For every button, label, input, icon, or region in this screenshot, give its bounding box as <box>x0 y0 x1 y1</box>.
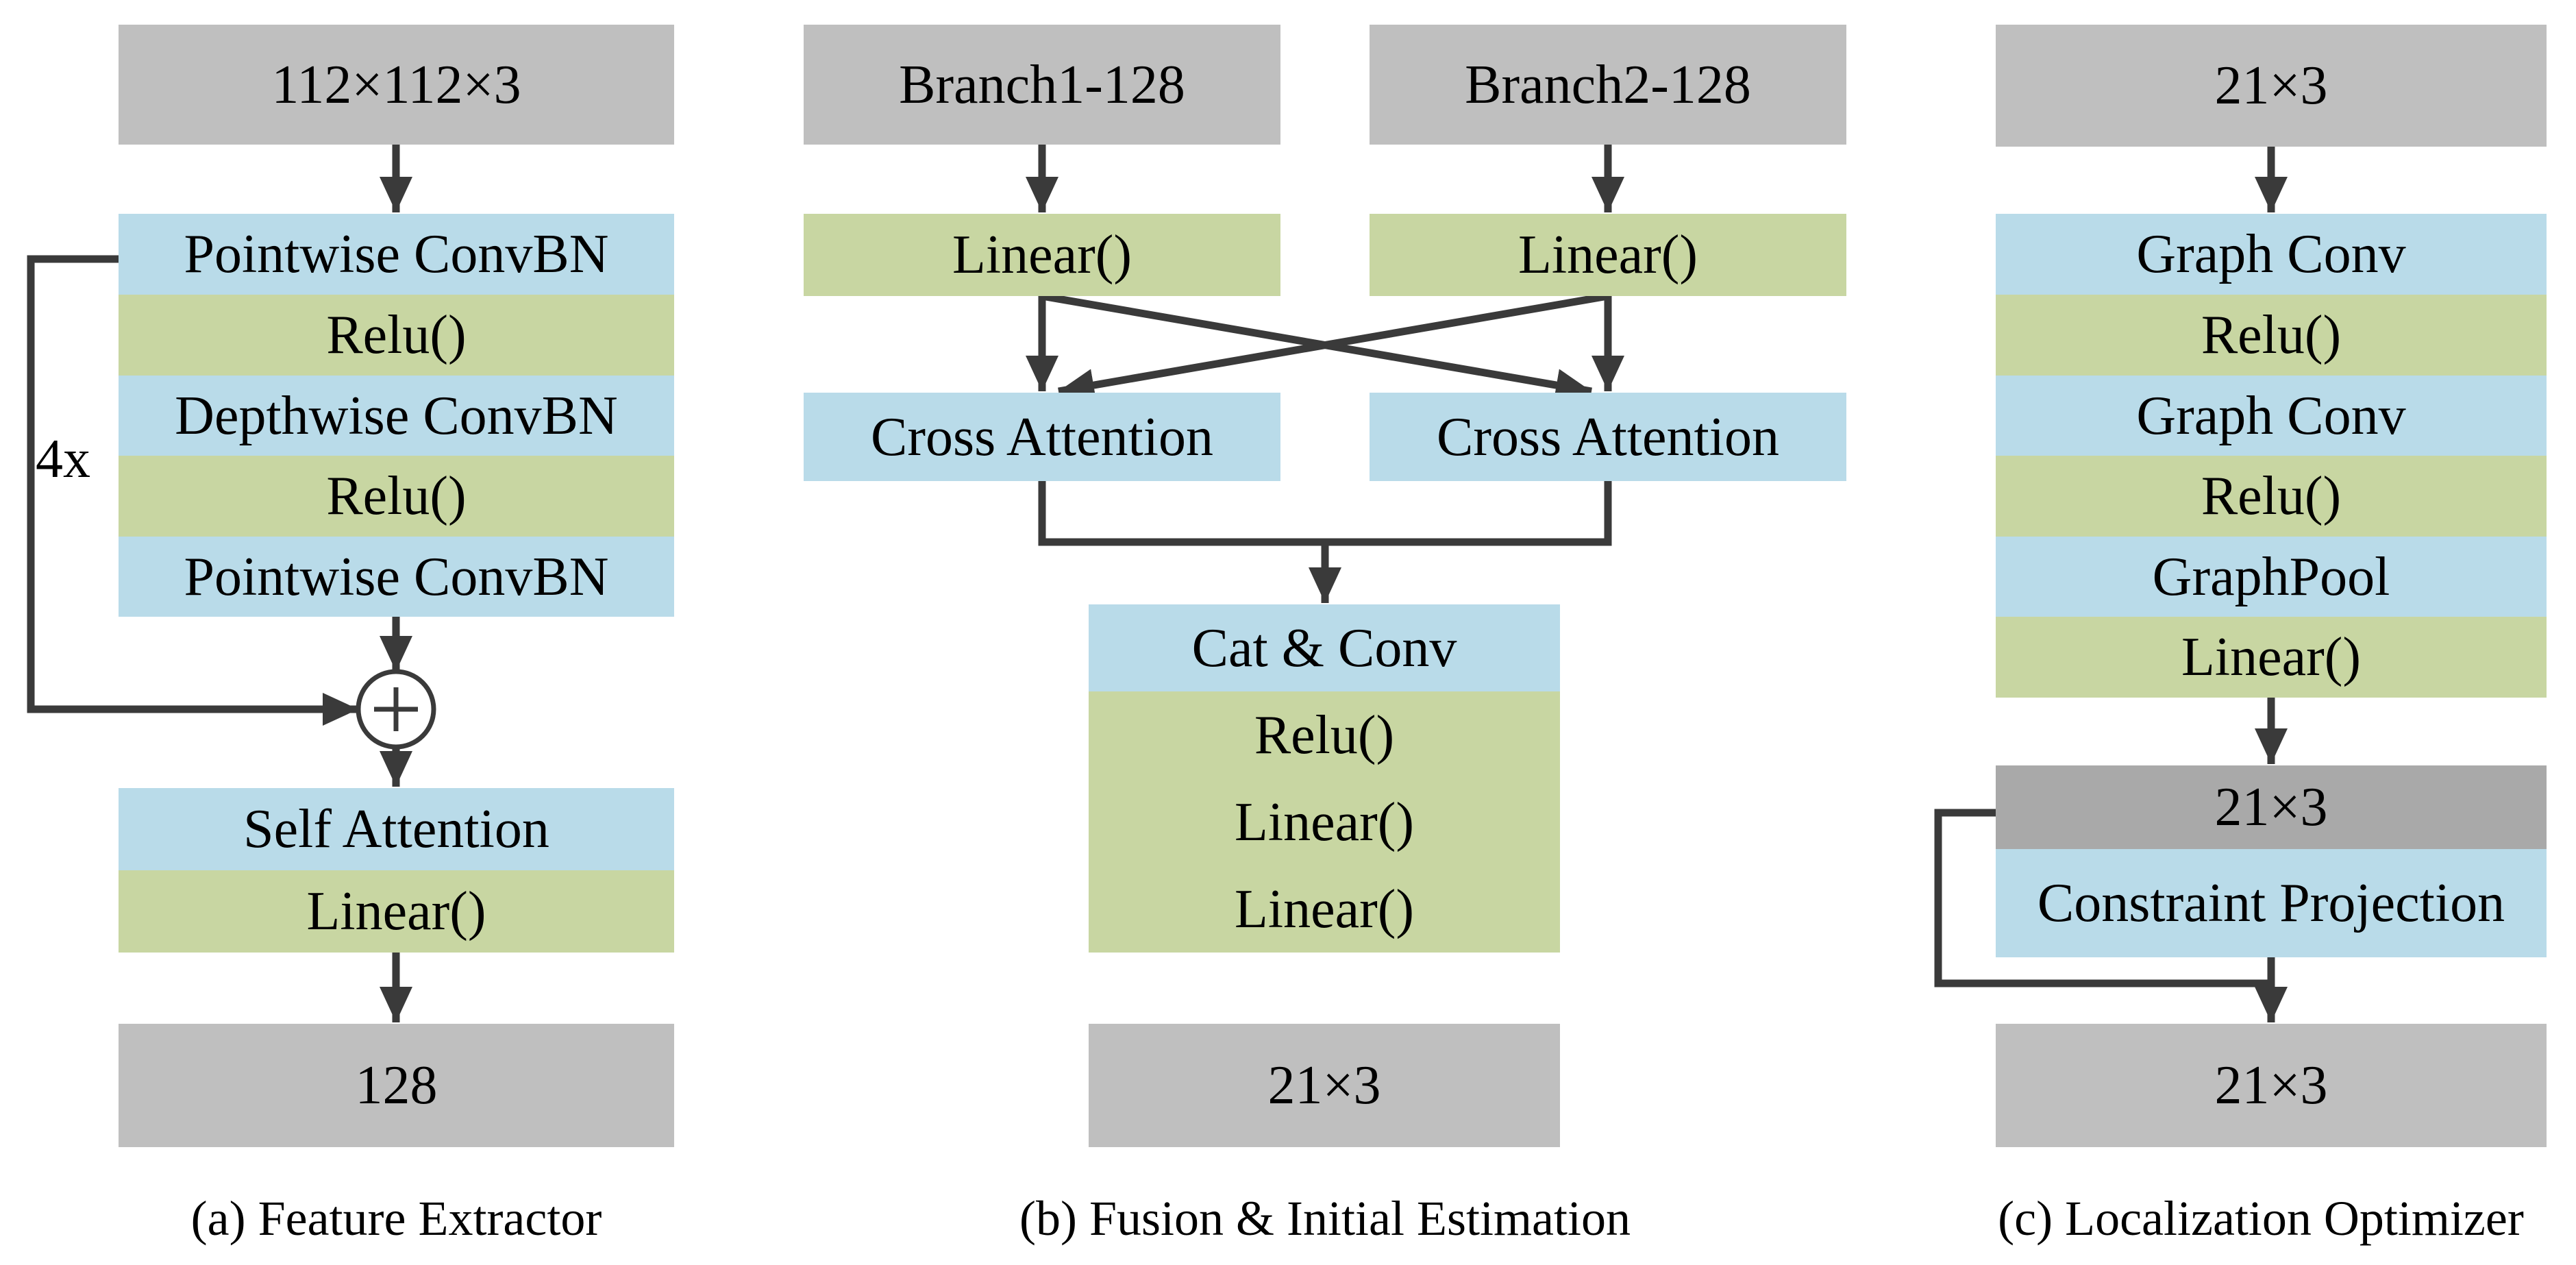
c-input-size-box: 21×3 <box>1996 25 2547 147</box>
b-caption: (b) Fusion & Initial Estimation <box>1019 1191 1631 1246</box>
c-graph-conv-box-1: Graph Conv <box>1996 214 2547 295</box>
b-cross-attention-box-1: Cross Attention <box>804 393 1280 481</box>
b-cross-attention-box-2: Cross Attention <box>1370 393 1846 481</box>
a-output-size-box: 128 <box>119 1024 674 1147</box>
a-pointwise-convbn-box-2: Pointwise ConvBN <box>119 537 674 617</box>
b-linear2-box: Linear() <box>1370 214 1846 296</box>
b-head-box: Relu() Linear() Linear() <box>1089 691 1560 953</box>
c-constraint-projection-box: Constraint Projection <box>1996 849 2547 957</box>
b-branch1-box: Branch1-128 <box>804 25 1280 145</box>
b-head-relu: Relu() <box>1254 704 1395 765</box>
wire-b-merge <box>1038 481 1612 546</box>
arrow-a-residual-loop <box>27 255 358 726</box>
a-relu-box-1: Relu() <box>119 295 674 376</box>
a-caption: (a) Feature Extractor <box>190 1191 602 1246</box>
b-cat-conv-box: Cat & Conv <box>1089 604 1560 691</box>
b-output-size-box: 21×3 <box>1089 1024 1560 1147</box>
b-linear1-box: Linear() <box>804 214 1280 296</box>
c-caption: (c) Localization Optimizer <box>1998 1191 2524 1246</box>
c-linear-box: Linear() <box>1996 617 2547 698</box>
b-branch2-box: Branch2-128 <box>1370 25 1846 145</box>
c-graph-conv-box-2: Graph Conv <box>1996 376 2547 456</box>
c-intermediate-size-box: 21×3 <box>1996 765 2547 849</box>
b-head-linear1: Linear() <box>1234 791 1415 852</box>
a-self-attention-box: Self Attention <box>119 788 674 870</box>
arrow-b-linear2-to-cross1-diagonal <box>1058 292 1609 402</box>
c-relu-box-1: Relu() <box>1996 295 2547 376</box>
b-head-linear2: Linear() <box>1234 879 1415 939</box>
c-output-size-box: 21×3 <box>1996 1024 2547 1147</box>
a-depthwise-convbn-box: Depthwise ConvBN <box>119 376 674 456</box>
a-pointwise-convbn-box-1: Pointwise ConvBN <box>119 214 674 295</box>
a-repeat-count-label: 4x <box>36 429 90 489</box>
a-relu-box-2: Relu() <box>119 456 674 537</box>
c-relu-box-2: Relu() <box>1996 456 2547 537</box>
c-graphpool-box: GraphPool <box>1996 537 2547 617</box>
a-linear-box: Linear() <box>119 870 674 953</box>
add-icon <box>356 669 436 750</box>
wire-c-skip-loop <box>1934 809 2271 987</box>
a-input-size-box: 112×112×3 <box>119 25 674 145</box>
